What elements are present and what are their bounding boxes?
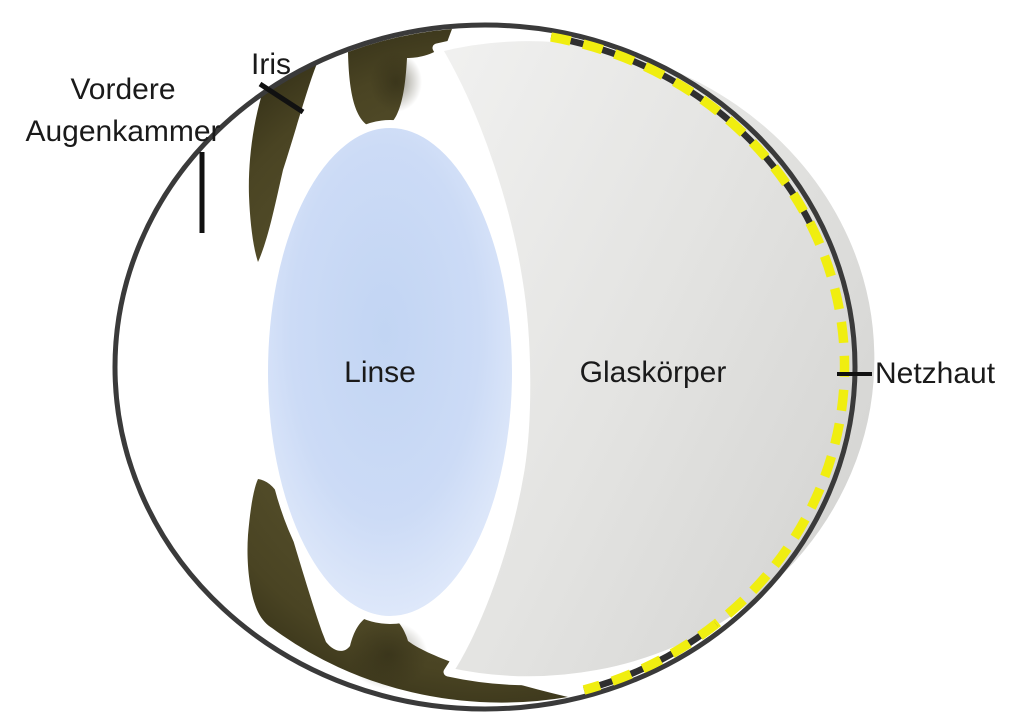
- retina-dashed-line-bottom: [582, 620, 719, 695]
- iris-leader-line: [258, 81, 305, 115]
- iris-shadow-top: [370, 52, 422, 112]
- retina-dashed-line-right: [713, 222, 850, 628]
- label-anterior-chamber-line1: Vordere: [70, 73, 176, 106]
- label-iris: Iris: [251, 48, 291, 81]
- label-anterior-chamber: Vordere Augenkammer: [25, 69, 220, 153]
- label-lens: Linse: [344, 356, 416, 389]
- label-retina: Netzhaut: [875, 357, 996, 390]
- lens-shape: [260, 120, 520, 624]
- retina-dashed-line-top: [550, 32, 816, 228]
- label-anterior-chamber-line2: Augenkammer: [25, 115, 221, 148]
- label-vitreous: Glaskörper: [579, 356, 727, 389]
- eye-outline: [112, 22, 858, 712]
- iris-lower-band-shape: [247, 479, 568, 703]
- iris-shadow-bottom: [348, 621, 428, 689]
